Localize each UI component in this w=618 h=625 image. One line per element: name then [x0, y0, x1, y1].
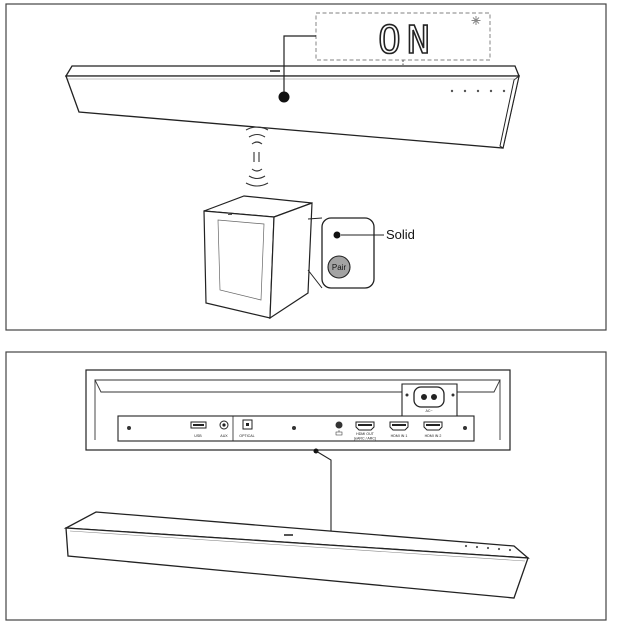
network-icon: [335, 430, 343, 436]
top-panel-frame: [5, 3, 607, 331]
pair-callout-frame: [321, 217, 375, 289]
soundbar-bottom: [63, 511, 530, 599]
screw-icon: [127, 426, 131, 430]
aux-port-label: AUX: [220, 434, 228, 438]
ac-power-socket-icon: [413, 386, 445, 408]
pair-callout: Solid Pair: [307, 217, 415, 289]
display-anchor-dot: [278, 91, 290, 103]
soundbar-bottom-logo: [284, 534, 293, 536]
soundbar-top: [64, 65, 520, 149]
lcd-sparkle-icon: [471, 16, 481, 25]
hdmi-in2-label: HDMI IN 2: [425, 434, 442, 438]
bottom-panel-frame: [5, 351, 607, 621]
optical-port-label: OPTICAL: [239, 434, 254, 438]
rear-pair-button: [335, 421, 343, 429]
wireless-signal-icon: [245, 126, 269, 187]
usb-port-label: USB: [194, 434, 202, 438]
soundbar-top-logo: [270, 70, 280, 72]
pair-button-label: Pair: [332, 263, 347, 272]
hdmi-out-sublabel: (eARC / ARC): [354, 437, 376, 441]
lcd-display-text: ON: [378, 18, 436, 62]
rear-panel-zoom: AC~ USB AUX OPTICAL HDMI OUT (eARC / ARC…: [85, 369, 511, 451]
subwoofer: [203, 195, 313, 320]
indicator-state-label: Solid: [386, 227, 415, 242]
screw-icon: [463, 426, 467, 430]
screw-icon: [292, 426, 296, 430]
soundbar-bottom-buttons: [464, 544, 512, 552]
hdmi-in1-label: HDMI IN 1: [391, 434, 408, 438]
ac-port-label: AC~: [425, 409, 432, 413]
hdmi-out-label: HDMI OUT: [356, 432, 375, 436]
soundbar-top-buttons: [450, 89, 506, 93]
rear-port-strip: [117, 415, 475, 442]
rear-panel-leader-line: [315, 450, 332, 532]
display-leader-line: [283, 35, 316, 97]
pair-button: [327, 255, 351, 279]
indicator-led: [333, 231, 341, 239]
lcd-display-callout: ON: [315, 12, 491, 65]
